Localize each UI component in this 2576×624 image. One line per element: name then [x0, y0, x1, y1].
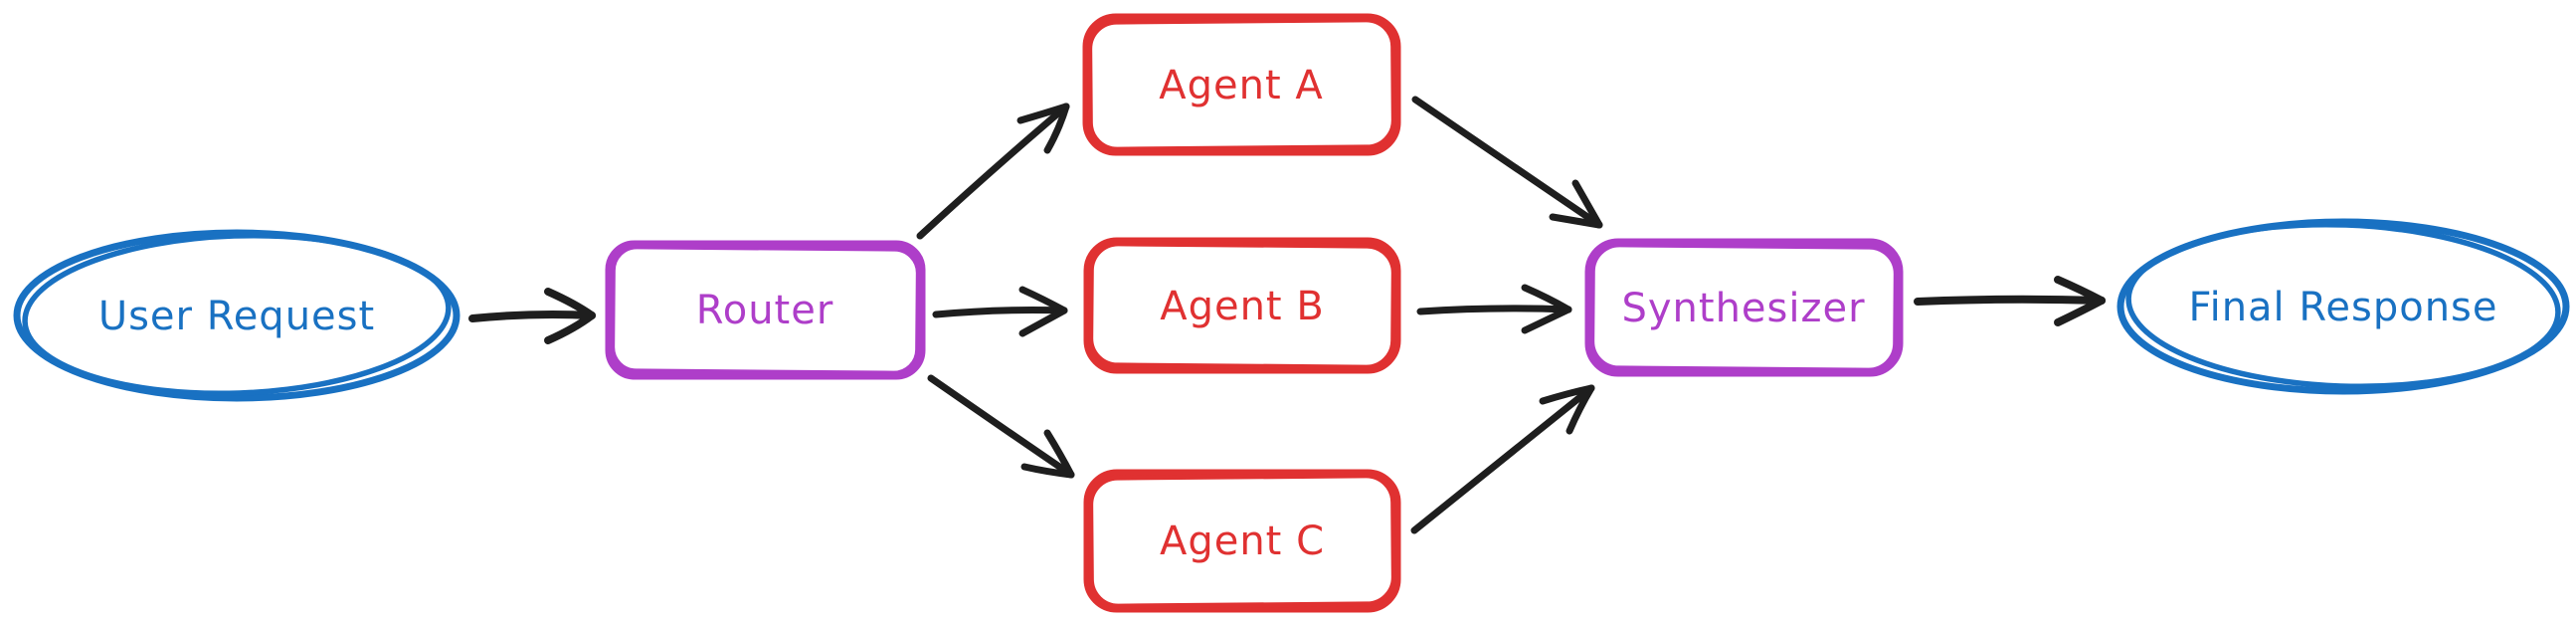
node-synthesizer-label: Synthesizer [1621, 286, 1865, 331]
node-final-response-label: Final Response [2188, 285, 2497, 330]
node-agent-c-label: Agent C [1160, 519, 1325, 564]
node-agent-b-label: Agent B [1160, 284, 1325, 329]
arrow-synthesizer-to-final-response [1914, 276, 2106, 326]
arrow-agent-b-to-synthesizer [1416, 284, 1572, 334]
node-router-label: Router [696, 288, 834, 333]
node-agent-b: Agent B [1083, 237, 1401, 374]
arrow-router-to-agent-c [927, 374, 1075, 479]
node-final-response: Final Response [2116, 218, 2570, 395]
arrow-user-request-to-router [468, 288, 596, 344]
node-synthesizer: Synthesizer [1584, 238, 1904, 377]
arrow-agent-c-to-synthesizer [1410, 384, 1595, 534]
node-user-request-label: User Request [98, 294, 375, 339]
arrow-router-to-agent-a [916, 103, 1070, 240]
node-user-request: User Request [13, 229, 460, 402]
node-agent-c: Agent C [1083, 469, 1401, 613]
node-agent-a: Agent A [1082, 13, 1401, 156]
arrow-agent-a-to-synthesizer [1411, 96, 1603, 229]
node-router: Router [605, 240, 926, 380]
node-agent-a-label: Agent A [1159, 63, 1323, 108]
arrow-router-to-agent-b [932, 286, 1068, 337]
